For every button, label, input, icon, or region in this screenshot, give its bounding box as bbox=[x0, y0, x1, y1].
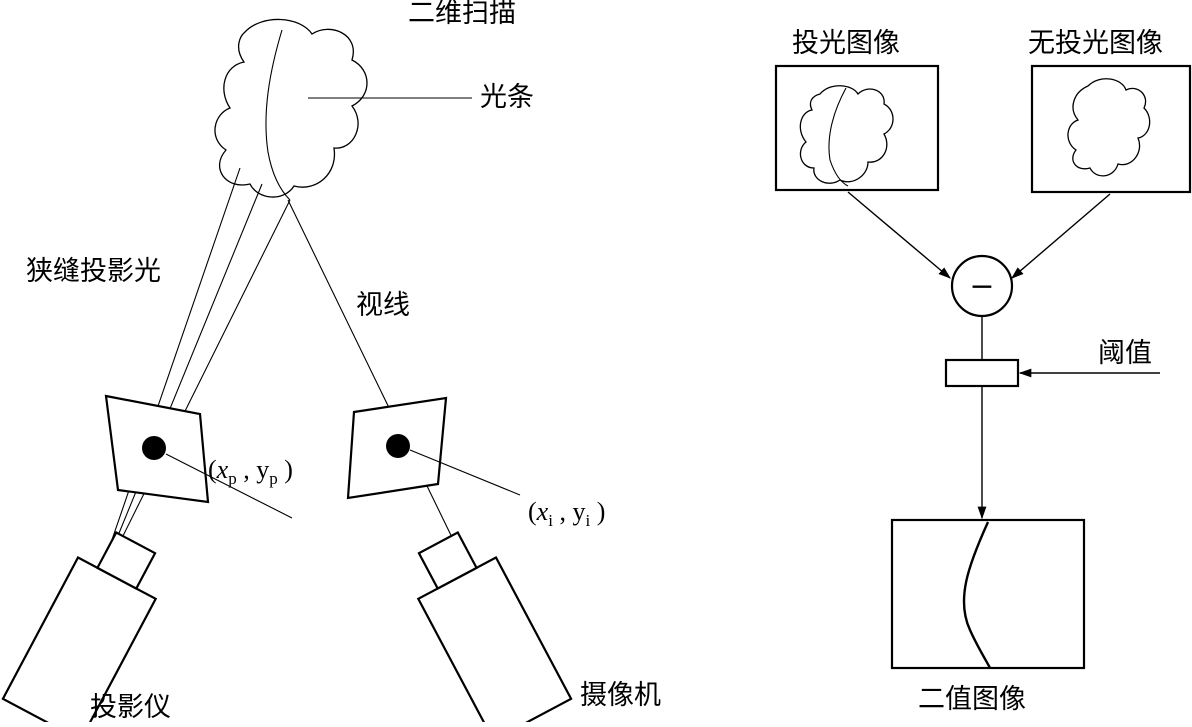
unlit-image-object bbox=[1067, 78, 1151, 177]
stripe-label: 光条 bbox=[480, 82, 534, 113]
sight-label: 视线 bbox=[356, 290, 410, 321]
threshold-label: 阈值 bbox=[1098, 338, 1152, 369]
scanned-object bbox=[214, 18, 368, 198]
projector-coord-label: (xp , yp ) bbox=[208, 455, 293, 488]
light-stripe bbox=[265, 29, 291, 201]
projector-device bbox=[1, 531, 158, 727]
projector-point-leader bbox=[165, 453, 293, 519]
lit-to-subtract-arrow bbox=[847, 191, 951, 279]
lit-image-label: 投光图像 bbox=[792, 28, 900, 59]
unlit-image-label: 无投光图像 bbox=[1028, 28, 1163, 59]
scanning-scene: 二维扫描 光条 狭缝投影光 视线 投影仪 摄像机 (xp , yp ) (xi … bbox=[1, 0, 661, 727]
slit-projection-rays bbox=[104, 167, 291, 561]
unlit-to-subtract-arrow bbox=[1011, 193, 1111, 279]
camera-label: 摄像机 bbox=[580, 680, 661, 711]
processing-flow: 投光图像 无投光图像 − 阈值 二值图像 bbox=[774, 28, 1192, 715]
camera-device bbox=[416, 531, 573, 727]
scan-label: 二维扫描 bbox=[408, 0, 516, 29]
slit-light-label: 狭缝投影光 bbox=[26, 256, 161, 287]
projector-point bbox=[142, 436, 166, 460]
binary-image-stripe bbox=[962, 521, 992, 669]
threshold-block bbox=[944, 358, 1020, 388]
camera-point bbox=[386, 434, 410, 458]
lit-image-object bbox=[799, 85, 894, 187]
binary-image-label: 二值图像 bbox=[918, 684, 1026, 715]
camera-point-leader bbox=[409, 449, 521, 496]
projector-label: 投影仪 bbox=[90, 692, 171, 722]
binary-image-box bbox=[890, 518, 1086, 670]
camera-coord-label: (xi , yi ) bbox=[528, 497, 605, 530]
minus-symbol: − bbox=[969, 269, 994, 304]
sight-line bbox=[287, 199, 464, 561]
